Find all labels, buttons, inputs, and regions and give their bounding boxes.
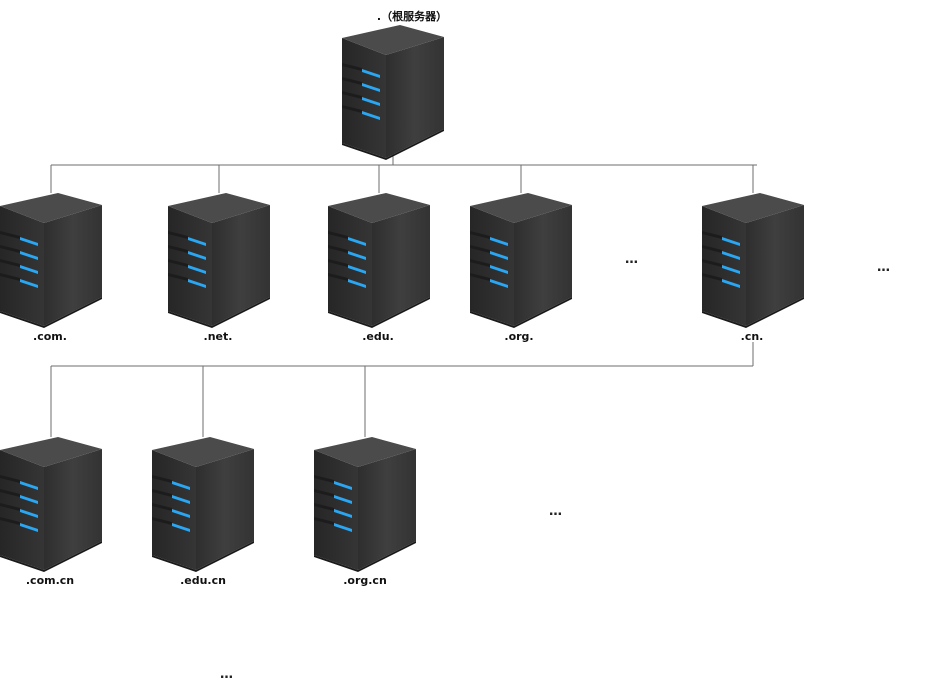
bottom-ellipsis: …: [220, 667, 234, 682]
edu-server-icon: [328, 193, 430, 328]
com-cn-label: .com.cn: [25, 574, 75, 587]
com-cn-server-icon: [0, 437, 102, 572]
cn-connectors: [50, 342, 754, 437]
org-cn-label: .org.cn: [343, 574, 387, 587]
edu-cn-label: .edu.cn: [180, 574, 226, 587]
org-cn-server-icon: [314, 437, 416, 572]
com-server-icon: [0, 193, 102, 328]
edu-cn-server-icon: [152, 437, 254, 572]
edu-label: .edu.: [362, 330, 394, 343]
root-server-label: .（根服务器）: [376, 10, 448, 23]
top-level-ellipsis-right: …: [877, 260, 891, 275]
org-label: .org.: [504, 330, 534, 343]
top-level-ellipsis-middle: …: [625, 252, 639, 267]
net-label: .net.: [203, 330, 233, 343]
com-label: .com.: [33, 330, 67, 343]
second-level-ellipsis: …: [549, 504, 563, 519]
org-server-icon: [470, 193, 572, 328]
cn-label: .cn.: [740, 330, 764, 343]
net-server-icon: [168, 193, 270, 328]
cn-server-icon: [702, 193, 804, 328]
root-server-icon: [342, 25, 444, 160]
